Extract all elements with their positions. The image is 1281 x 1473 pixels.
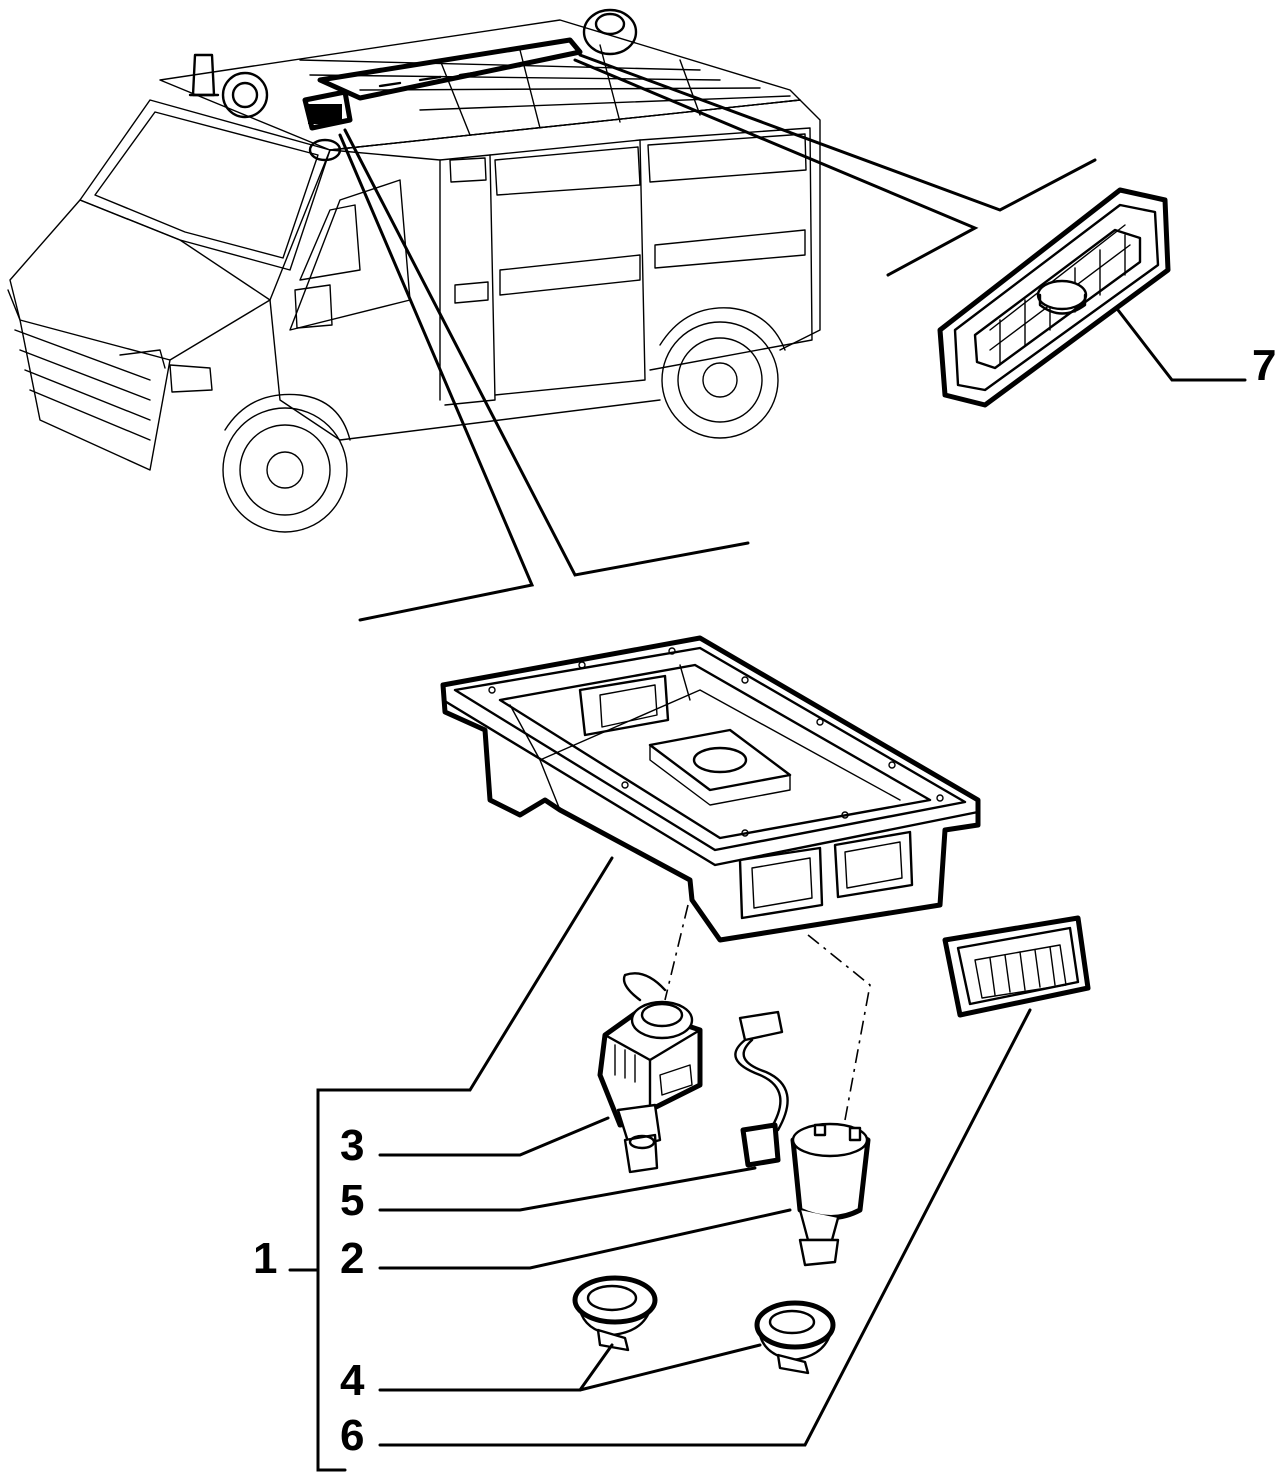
part-2-switch: [378, 1122, 871, 1270]
assembly-lines: [664, 904, 871, 1121]
part-6-small-grille: [378, 915, 1091, 1447]
callout-4: 4: [340, 1356, 365, 1405]
callout-5: 5: [340, 1176, 364, 1225]
part-4-grommets: [378, 1275, 836, 1392]
assembly-bracket-1: [288, 856, 614, 1472]
callout-7: 7: [1252, 341, 1276, 390]
callout-6: 6: [340, 1411, 364, 1460]
callout-3: 3: [340, 1121, 364, 1170]
part-1-housing: [440, 635, 981, 943]
van-leader-lines: [338, 53, 1097, 622]
callout-2: 2: [340, 1234, 364, 1283]
van-illustration: [7, 8, 821, 533]
part-5-wiring-connector: [378, 1010, 789, 1212]
part-7-vent-grille: [937, 187, 1247, 408]
callout-1: 1: [253, 1234, 277, 1283]
part-3-lamp-unit: [378, 972, 703, 1174]
